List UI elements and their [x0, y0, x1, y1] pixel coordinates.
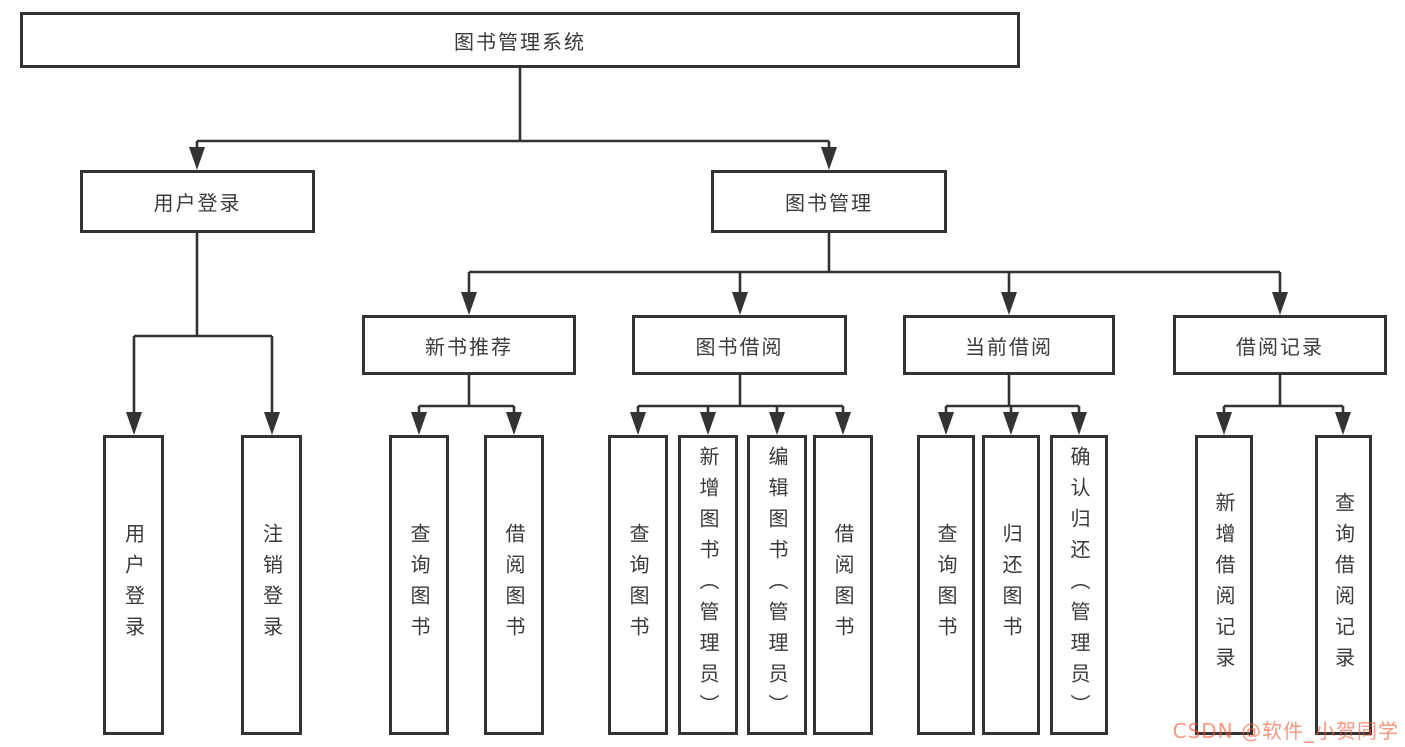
node-label: 图书借阅 — [695, 334, 784, 359]
node-label: 借阅图书 — [502, 523, 526, 647]
leaf-query-books-2: 查询图书 — [608, 435, 668, 735]
node-label: 注销登录 — [259, 523, 284, 647]
leaf-user-login: 用户登录 — [103, 435, 164, 735]
node-new-book-recommend: 新书推荐 — [362, 315, 576, 375]
node-label: 查询图书 — [934, 523, 958, 647]
leaf-borrow-books-1: 借阅图书 — [484, 435, 544, 735]
node-label: 用户登录 — [153, 191, 242, 215]
node-label: 新书推荐 — [425, 334, 513, 359]
leaf-query-borrow-record: 查询借阅记录 — [1315, 435, 1372, 735]
node-label: 用户登录 — [121, 523, 146, 647]
leaf-query-books-3: 查询图书 — [917, 435, 975, 735]
leaf-logout: 注销登录 — [241, 435, 302, 735]
node-current-borrowing: 当前借阅 — [903, 315, 1115, 375]
leaf-return-books: 归还图书 — [982, 435, 1040, 735]
node-label: 查询图书 — [407, 523, 431, 647]
node-book-management-branch: 图书管理 — [711, 170, 947, 233]
node-label: 查询图书 — [626, 523, 650, 647]
node-label: 借阅图书 — [831, 523, 855, 647]
node-label: 图书管理系统 — [454, 29, 586, 54]
node-label: 当前借阅 — [965, 334, 1053, 359]
node-label: 新增借阅记录 — [1212, 492, 1236, 678]
node-label: 编辑图书（管理员） — [765, 445, 789, 725]
leaf-borrow-books-2: 借阅图书 — [813, 435, 873, 735]
leaf-add-books-admin: 新增图书（管理员） — [678, 435, 738, 735]
leaf-query-books-1: 查询图书 — [389, 435, 449, 735]
leaf-confirm-return-admin: 确认归还（管理员） — [1050, 435, 1108, 735]
node-root-system: 图书管理系统 — [20, 12, 1020, 68]
node-label: 归还图书 — [999, 523, 1023, 647]
node-user-login-branch: 用户登录 — [80, 170, 315, 233]
leaf-edit-books-admin: 编辑图书（管理员） — [747, 435, 807, 735]
node-label: 确认归还（管理员） — [1067, 445, 1091, 725]
node-label: 借阅记录 — [1236, 334, 1324, 359]
node-book-borrowing: 图书借阅 — [632, 315, 847, 375]
node-label: 图书管理 — [785, 191, 873, 215]
node-label: 查询借阅记录 — [1331, 492, 1356, 678]
node-borrowing-records: 借阅记录 — [1173, 315, 1387, 375]
leaf-add-borrow-record: 新增借阅记录 — [1195, 435, 1253, 735]
node-label: 新增图书（管理员） — [696, 445, 720, 725]
